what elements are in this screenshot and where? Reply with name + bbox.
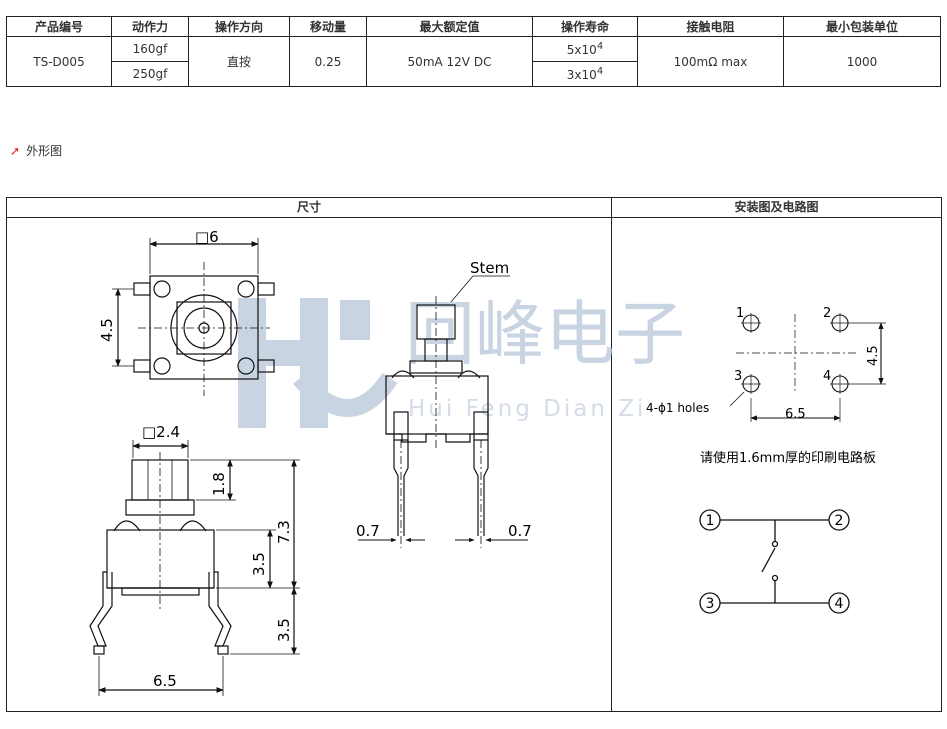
circuit-diagram	[699, 509, 850, 614]
holes-leader	[729, 391, 745, 407]
side-total-h-label: 7.3	[275, 520, 293, 544]
cell-direction: 直按	[188, 36, 290, 87]
front-pin-right	[473, 440, 489, 536]
cell-part-no: TS-D005	[6, 36, 112, 87]
mount-span-x-label: 6.5	[785, 407, 806, 422]
arrow-icon: ➚	[10, 144, 21, 158]
node-4-label: 4	[835, 596, 844, 612]
top-pin-tl	[133, 282, 151, 296]
side-base-plate	[121, 587, 200, 596]
cell-travel: 0.25	[289, 36, 367, 87]
cell-force-1: 160gf	[111, 36, 189, 62]
top-pin-br	[257, 359, 275, 373]
panel-dimensions-title: 尺寸	[7, 198, 611, 218]
top-view	[112, 238, 275, 396]
side-view	[89, 440, 300, 696]
life-2-base: 3x10	[566, 68, 597, 82]
header-life: 操作寿命	[532, 16, 638, 37]
mount-span-y-label: 4.5	[866, 345, 881, 366]
life-1-exp: 4	[596, 41, 604, 52]
spec-row-2: 250gf 3x104	[7, 61, 941, 87]
side-pin-left	[89, 571, 113, 647]
top-pin-bl	[133, 359, 151, 373]
stem-callout-label: Stem	[470, 259, 509, 277]
header-force: 动作力	[111, 16, 189, 37]
side-cap	[125, 499, 195, 516]
side-bumps	[113, 520, 207, 532]
front-pin-left-top	[393, 411, 409, 441]
cell-min-pack: 1000	[783, 36, 941, 87]
hole-2-label: 2	[823, 306, 831, 321]
drawing-panel: 尺寸 安装图及电路图	[6, 197, 942, 712]
header-direction: 操作方向	[188, 16, 290, 37]
switch-contact-top	[771, 540, 779, 548]
holes-label: 4-ϕ1 holes	[646, 401, 709, 415]
top-height-label: 4.5	[98, 318, 116, 342]
section-title-text: 外形图	[26, 144, 63, 158]
spec-row-1: TS-D005 160gf 直按 0.25 50mA 12V DC 5x104 …	[6, 36, 941, 87]
cell-life-1: 5x104	[532, 36, 638, 62]
front-base-notch	[386, 433, 488, 443]
watermark-en: Hui Feng Dian Zi	[408, 396, 646, 422]
top-pin-tr	[257, 282, 275, 296]
top-width-label: □6	[195, 228, 219, 246]
hole-3-label: 3	[734, 369, 742, 384]
top-corner-bl	[153, 357, 171, 375]
top-corner-tr	[237, 280, 255, 298]
header-part-no: 产品编号	[6, 16, 112, 37]
side-stem-label: □2.4	[142, 423, 180, 441]
cell-force-2: 250gf	[111, 61, 189, 87]
front-view	[358, 275, 528, 548]
mounting-view	[729, 313, 886, 422]
side-pin-tip-right	[217, 645, 229, 655]
panel-mounting-title: 安装图及电路图	[612, 198, 941, 218]
cell-life-2: 3x104	[532, 61, 638, 87]
node-1-label: 1	[706, 513, 715, 529]
pcb-note: 请使用1.6mm厚的印刷电路板	[700, 450, 876, 466]
top-corner-br	[237, 357, 255, 375]
side-stem-h-label: 1.8	[210, 472, 228, 496]
node-3-label: 3	[706, 596, 715, 612]
hole-4-label: 4	[823, 369, 831, 384]
life-2-exp: 4	[596, 66, 604, 77]
side-pin-len-label: 3.5	[275, 618, 293, 642]
front-pin-left	[393, 440, 409, 536]
header-rating: 最大额定值	[366, 16, 533, 37]
hole-1-label: 1	[736, 306, 744, 321]
side-pin-tip-left	[93, 645, 105, 655]
stem-leader	[450, 275, 474, 303]
panel-divider	[611, 198, 612, 711]
switch-lever	[761, 547, 776, 573]
side-span-label: 6.5	[153, 672, 177, 690]
watermark-logo	[238, 298, 398, 428]
spec-header-row: 产品编号 动作力 操作方向 移动量 最大额定值 操作寿命 接触电阻 最小包装单位	[6, 16, 941, 37]
front-pin-w-right-label: 0.7	[508, 522, 532, 540]
side-pin-right	[208, 571, 232, 647]
front-pin-w-left-label: 0.7	[356, 522, 380, 540]
section-title: ➚ 外形图	[10, 142, 62, 159]
side-body-h-label: 3.5	[250, 552, 268, 576]
cell-rating: 50mA 12V DC	[366, 36, 533, 87]
header-resistance: 接触电阻	[637, 16, 784, 37]
switch-contact-bottom	[771, 574, 779, 582]
node-2-label: 2	[835, 513, 844, 529]
life-1-base: 5x10	[566, 43, 597, 57]
spec-table: 产品编号 动作力 操作方向 移动量 最大额定值 操作寿命 接触电阻 最小包装单位…	[6, 16, 941, 87]
side-body	[106, 529, 215, 589]
top-corner-tl	[153, 280, 171, 298]
